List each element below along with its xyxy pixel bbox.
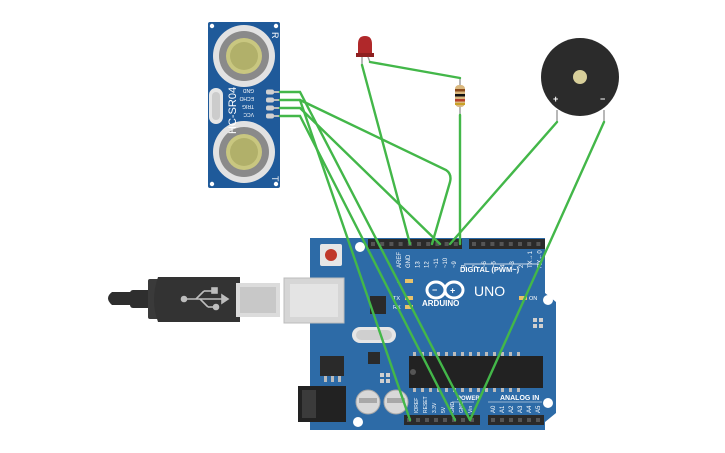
buzzer-icon: + − (541, 38, 619, 122)
svg-text:+: + (450, 286, 455, 296)
wires (278, 60, 606, 422)
top-pin-label: 8 (461, 264, 467, 268)
wire-led-to-arduino (360, 63, 412, 246)
top-pin-label: TX→1 (528, 250, 534, 268)
sensor-pin-pad (266, 105, 274, 111)
analog-pin-label: A4 (527, 405, 533, 413)
hc-sr04-sensor: HC-SR04 R T GND ECHO TRIG VCC (208, 22, 282, 188)
led-label-tx: TX (393, 296, 400, 302)
wire-sensor-echo (278, 98, 452, 246)
sensor-pin-label: ECHO (239, 95, 254, 101)
power-pin-label: RESET (423, 396, 429, 413)
analog-pin-label: A2 (509, 405, 515, 413)
top-pin-label: RX←0 (537, 250, 543, 268)
top-pin-label: ~9 (452, 260, 458, 268)
wire-buzzer-plus (448, 120, 559, 246)
top-pin-label: ~11 (434, 258, 440, 268)
power-pin-label: GND (450, 402, 456, 414)
sensor-pin-pad (266, 97, 274, 103)
sensor-model-label: HC-SR04 (227, 87, 239, 134)
sensor-pin-label: VCC (243, 111, 254, 117)
buzzer-minus-label: − (600, 94, 605, 104)
sensor-pin-label: GND (243, 87, 255, 93)
arduino-model: UNO (474, 283, 505, 299)
power-label: POWER (457, 396, 480, 402)
sensor-pin-pad (266, 113, 274, 119)
analog-pin-label: A5 (536, 405, 542, 413)
on-label: ON (529, 296, 537, 302)
top-pin-label: 4 (501, 264, 507, 268)
wire-sensor-trig (278, 106, 442, 246)
arduino-infinity-logo-icon (425, 280, 465, 300)
analog-pin-label: A3 (518, 405, 524, 413)
top-pin-label: 2 (519, 264, 525, 268)
sensor-pin-pad (266, 89, 274, 95)
buzzer-plus-label: + (553, 94, 558, 104)
power-pin-label: IOREF (414, 398, 420, 413)
power-pin-label: Vin (468, 406, 474, 413)
wire-sensor-extra (298, 98, 412, 422)
power-pin-label: 5V (441, 406, 447, 413)
transducer-transmitter (213, 121, 275, 183)
wire-sensor-vcc (278, 114, 457, 422)
top-pin-label: GND (406, 254, 412, 268)
atmega-chip (409, 356, 543, 388)
sensor-mark-r: R (270, 32, 280, 39)
resistor-icon (455, 78, 465, 115)
analog-pin-label: A1 (500, 405, 506, 413)
usb-cable (108, 277, 280, 322)
arduino-brand: ARDUINO (422, 299, 459, 308)
top-pin-label: 13 (415, 261, 421, 268)
power-pin-label: GND (459, 402, 465, 414)
power-pin-label: 3.3V (432, 402, 438, 413)
wire-buzzer-minus (468, 120, 606, 422)
wire-led-to-resistor (368, 60, 462, 80)
top-pin-label: ~10 (443, 257, 449, 268)
usb-icon (180, 287, 230, 311)
sensor-pin-label: TRIG (242, 103, 254, 109)
led-icon (356, 36, 374, 65)
wire-sensor-gnd (278, 90, 472, 422)
svg-text:−: − (432, 285, 437, 295)
analog-pin-label: A0 (491, 405, 497, 413)
top-pin-label: 7 (473, 264, 479, 268)
analog-label: ANALOG IN (500, 395, 539, 402)
top-pin-label: AREF (397, 252, 403, 268)
digital-label: DIGITAL (PWM~) (460, 265, 520, 274)
transducer-receiver (213, 25, 275, 87)
top-pin-label: 12 (425, 261, 431, 268)
sensor-mark-t: T (270, 176, 280, 182)
